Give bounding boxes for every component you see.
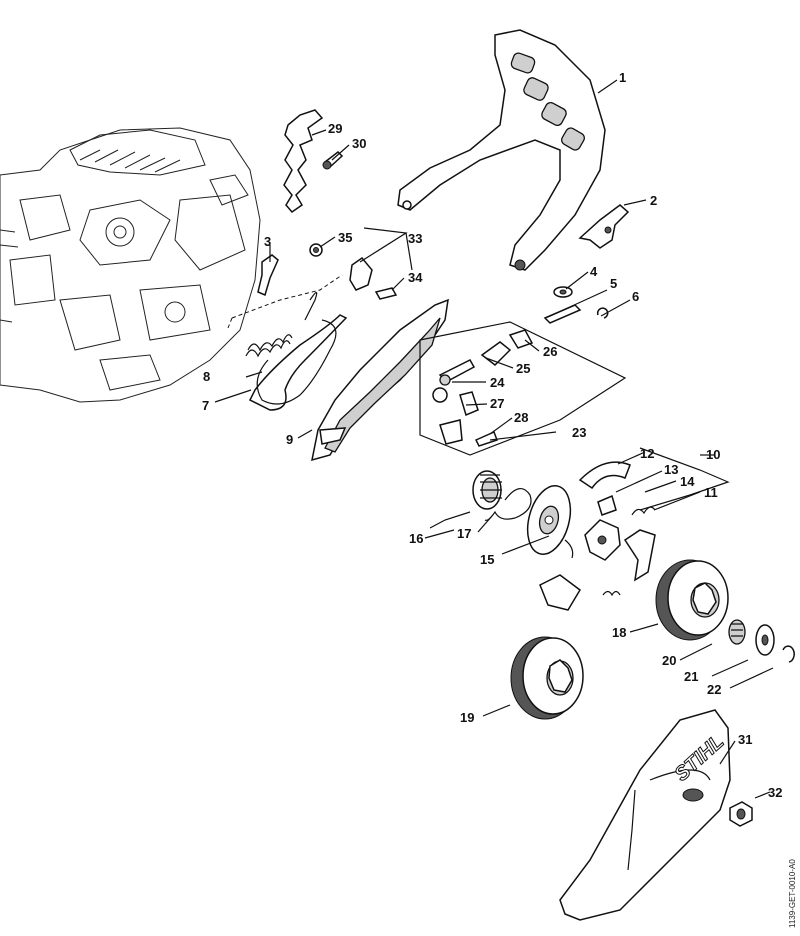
callout-28: 28	[514, 410, 528, 425]
nut-32	[729, 801, 753, 827]
callout-17: 17	[457, 526, 471, 541]
engine-block	[0, 127, 261, 403]
callout-30: 30	[352, 136, 366, 151]
callout-5: 5	[610, 276, 617, 291]
callout-21: 21	[684, 669, 698, 684]
callout-29: 29	[328, 121, 342, 136]
callout-23: 23	[572, 425, 586, 440]
washer-21	[755, 624, 775, 656]
brake-band-7	[248, 291, 348, 411]
callout-27: 27	[490, 396, 504, 411]
callout-8: 8	[203, 369, 210, 384]
callout-15: 15	[480, 552, 494, 567]
spring-8	[245, 334, 293, 358]
disc-15	[526, 485, 574, 559]
callout-24: 24	[490, 375, 505, 390]
callout-26: 26	[543, 344, 557, 359]
callout-14: 14	[680, 474, 695, 489]
pin-3	[257, 254, 279, 297]
sprocket-cover-31	[559, 709, 731, 921]
brake-housing-9	[311, 298, 449, 462]
callout-6: 6	[632, 289, 639, 304]
clutch-drum-16	[472, 470, 502, 510]
callout-13: 13	[664, 462, 678, 477]
leader-lines	[214, 79, 774, 799]
bracket-2	[578, 204, 630, 249]
callout-10: 10	[706, 447, 720, 462]
bearing-20	[728, 619, 746, 645]
clutch-drum-18	[655, 559, 729, 641]
group-16-bracket	[429, 511, 471, 529]
callout-9: 9	[286, 432, 293, 447]
callout-labels: 1 2 3 4 5 6 7 8 9 10 11 12 13 14 15 16 1…	[202, 70, 782, 800]
front-handle	[397, 29, 606, 271]
callout-20: 20	[662, 653, 676, 668]
group-10-bracket	[639, 447, 730, 511]
clutch-drum-19	[510, 636, 584, 720]
callout-25: 25	[516, 361, 530, 376]
callout-11: 11	[704, 485, 718, 500]
callout-19: 19	[460, 710, 474, 725]
small-parts-4-5-6	[543, 286, 609, 324]
callout-32: 32	[768, 785, 782, 800]
callout-3: 3	[264, 234, 271, 249]
callout-34: 34	[408, 270, 423, 285]
callout-31: 31	[738, 732, 752, 747]
callout-18: 18	[612, 625, 626, 640]
document-id: 1139-GET-0010-A0	[788, 859, 797, 928]
clutch-shoes	[539, 461, 656, 611]
callout-1: 1	[619, 70, 626, 85]
group-23-bracket	[419, 321, 627, 456]
plate-29	[283, 109, 344, 214]
callout-35: 35	[338, 230, 352, 245]
group-23-parts	[432, 329, 534, 447]
callout-12: 12	[640, 446, 654, 461]
callout-22: 22	[707, 682, 721, 697]
callout-7: 7	[202, 398, 209, 413]
parts-33-34-35	[309, 243, 398, 300]
callout-2: 2	[650, 193, 657, 208]
callout-4: 4	[590, 264, 598, 279]
callout-33: 33	[408, 231, 422, 246]
callout-16: 16	[409, 531, 423, 546]
clip-22	[782, 645, 795, 663]
